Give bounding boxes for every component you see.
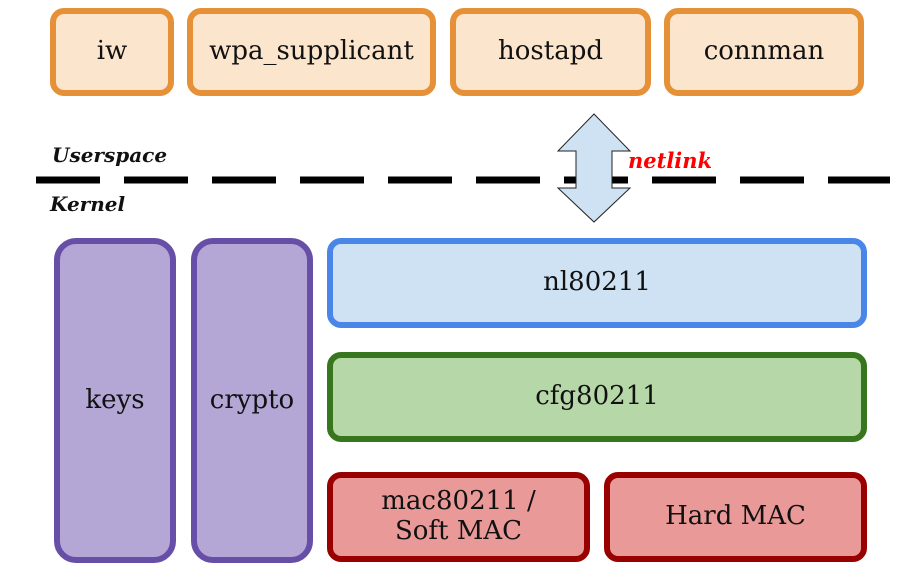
userspace-tool-label: connman	[703, 36, 825, 67]
kernel-module-label: cfg80211	[535, 381, 659, 412]
kernel-driver-label: Hard MAC	[665, 501, 806, 532]
kernel-module-label: crypto	[209, 384, 295, 415]
kernel-module-label: nl80211	[543, 267, 651, 298]
kernel-driver-mac80211-soft-mac: mac80211 / Soft MAC	[327, 472, 590, 562]
kernel-driver-label: mac80211 / Soft MAC	[381, 486, 536, 546]
userspace-tool-label: hostapd	[498, 36, 603, 67]
userspace-tool-hostapd: hostapd	[450, 8, 651, 96]
kernel-module-cfg80211: cfg80211	[327, 352, 867, 442]
kernel-module-nl80211: nl80211	[327, 238, 867, 328]
kernel-driver-hard-mac: Hard MAC	[604, 472, 867, 562]
userspace-tool-iw: iw	[50, 8, 174, 96]
userspace-tool-wpa-supplicant: wpa_supplicant	[187, 8, 436, 96]
userspace-tool-label: iw	[96, 36, 128, 67]
kernel-label: Kernel	[50, 192, 126, 216]
userspace-label: Userspace	[52, 143, 168, 167]
netlink-double-arrow-icon	[556, 113, 632, 223]
kernel-module-label: keys	[85, 384, 145, 415]
userspace-tool-connman: connman	[664, 8, 864, 96]
kernel-module-keys: keys	[54, 238, 176, 563]
netlink-label: netlink	[628, 148, 713, 173]
userspace-tool-label: wpa_supplicant	[209, 36, 414, 67]
kernel-module-crypto: crypto	[191, 238, 313, 563]
